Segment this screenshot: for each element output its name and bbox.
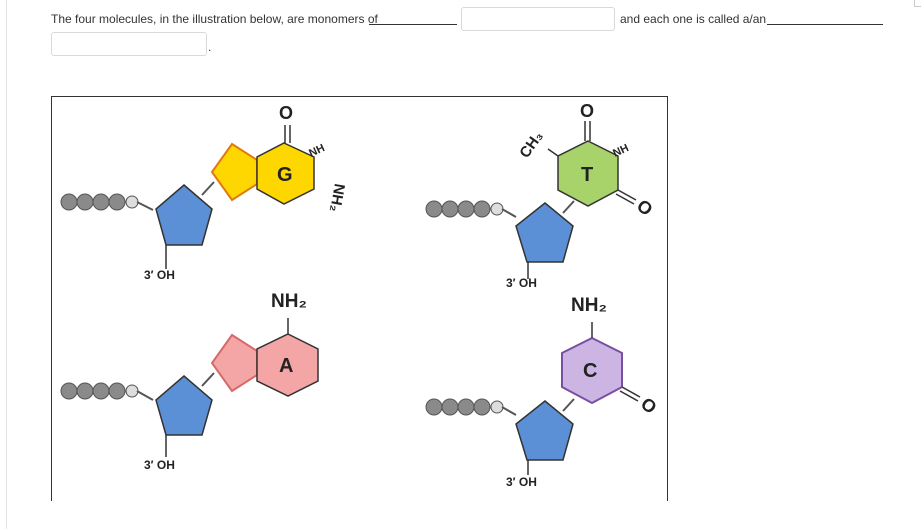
period: .: [208, 40, 212, 54]
base-hexagon: [256, 142, 315, 205]
deoxyribose-sugar: [155, 184, 213, 246]
top-group-label: O: [279, 103, 293, 123]
left-border: [6, 0, 7, 529]
side-group-label: NH: [307, 142, 327, 160]
nucleotide-adenine: 3′ OH A NH₂: [60, 291, 319, 472]
oxygen-label: O: [633, 195, 657, 219]
base-hexagon: [561, 336, 623, 405]
base-letter: T: [581, 164, 593, 186]
phosphate-chain: [60, 382, 139, 400]
answer-field-2[interactable]: [51, 32, 207, 56]
top-group-label: NH₂: [571, 295, 607, 316]
base-pentagon: [210, 142, 258, 202]
phosphate-chain: [60, 193, 139, 211]
nucleotide-thymine: 3′ OH T O CH₃ NH O: [425, 101, 657, 290]
hydroxyl-label: 3′ OH: [144, 268, 175, 282]
blank-line-1: [369, 24, 457, 25]
deoxyribose-sugar: [515, 202, 574, 263]
hydroxyl-label: 3′ OH: [506, 475, 537, 489]
base-hexagon: [256, 333, 319, 397]
question-text-part1: The four molecules, in the illustration …: [51, 12, 378, 26]
hydroxyl-label: 3′ OH: [144, 458, 175, 472]
base-letter: C: [583, 360, 597, 382]
deoxyribose-sugar: [155, 375, 213, 436]
top-group-label: O: [580, 101, 594, 121]
blank-line-2: [767, 24, 883, 25]
nucleotide-illustration: 3′ OH G O NH NH₂ 3′ OH T O CH₃ NH O: [51, 96, 668, 501]
side-group-label: NH: [611, 142, 631, 160]
base-letter: G: [277, 164, 293, 186]
base-letter: A: [279, 355, 293, 377]
question-text-part2: and each one is called a/an: [620, 12, 767, 26]
amino-group-label: NH₂: [326, 182, 348, 213]
methyl-group-label: CH₃: [516, 128, 546, 161]
answer-field-1[interactable]: [461, 7, 615, 31]
corner-mark: [914, 0, 921, 7]
nucleotide-cytosine: 3′ OH C NH₂ O: [425, 295, 661, 489]
deoxyribose-sugar: [515, 400, 574, 461]
hydroxyl-label: 3′ OH: [506, 276, 537, 290]
nucleotide-guanine: 3′ OH G O NH NH₂: [60, 103, 348, 282]
oxygen-label: O: [637, 393, 661, 417]
top-group-label: NH₂: [271, 291, 307, 312]
phosphate-chain: [425, 398, 504, 416]
phosphate-chain: [425, 200, 504, 218]
base-pentagon: [210, 333, 258, 393]
